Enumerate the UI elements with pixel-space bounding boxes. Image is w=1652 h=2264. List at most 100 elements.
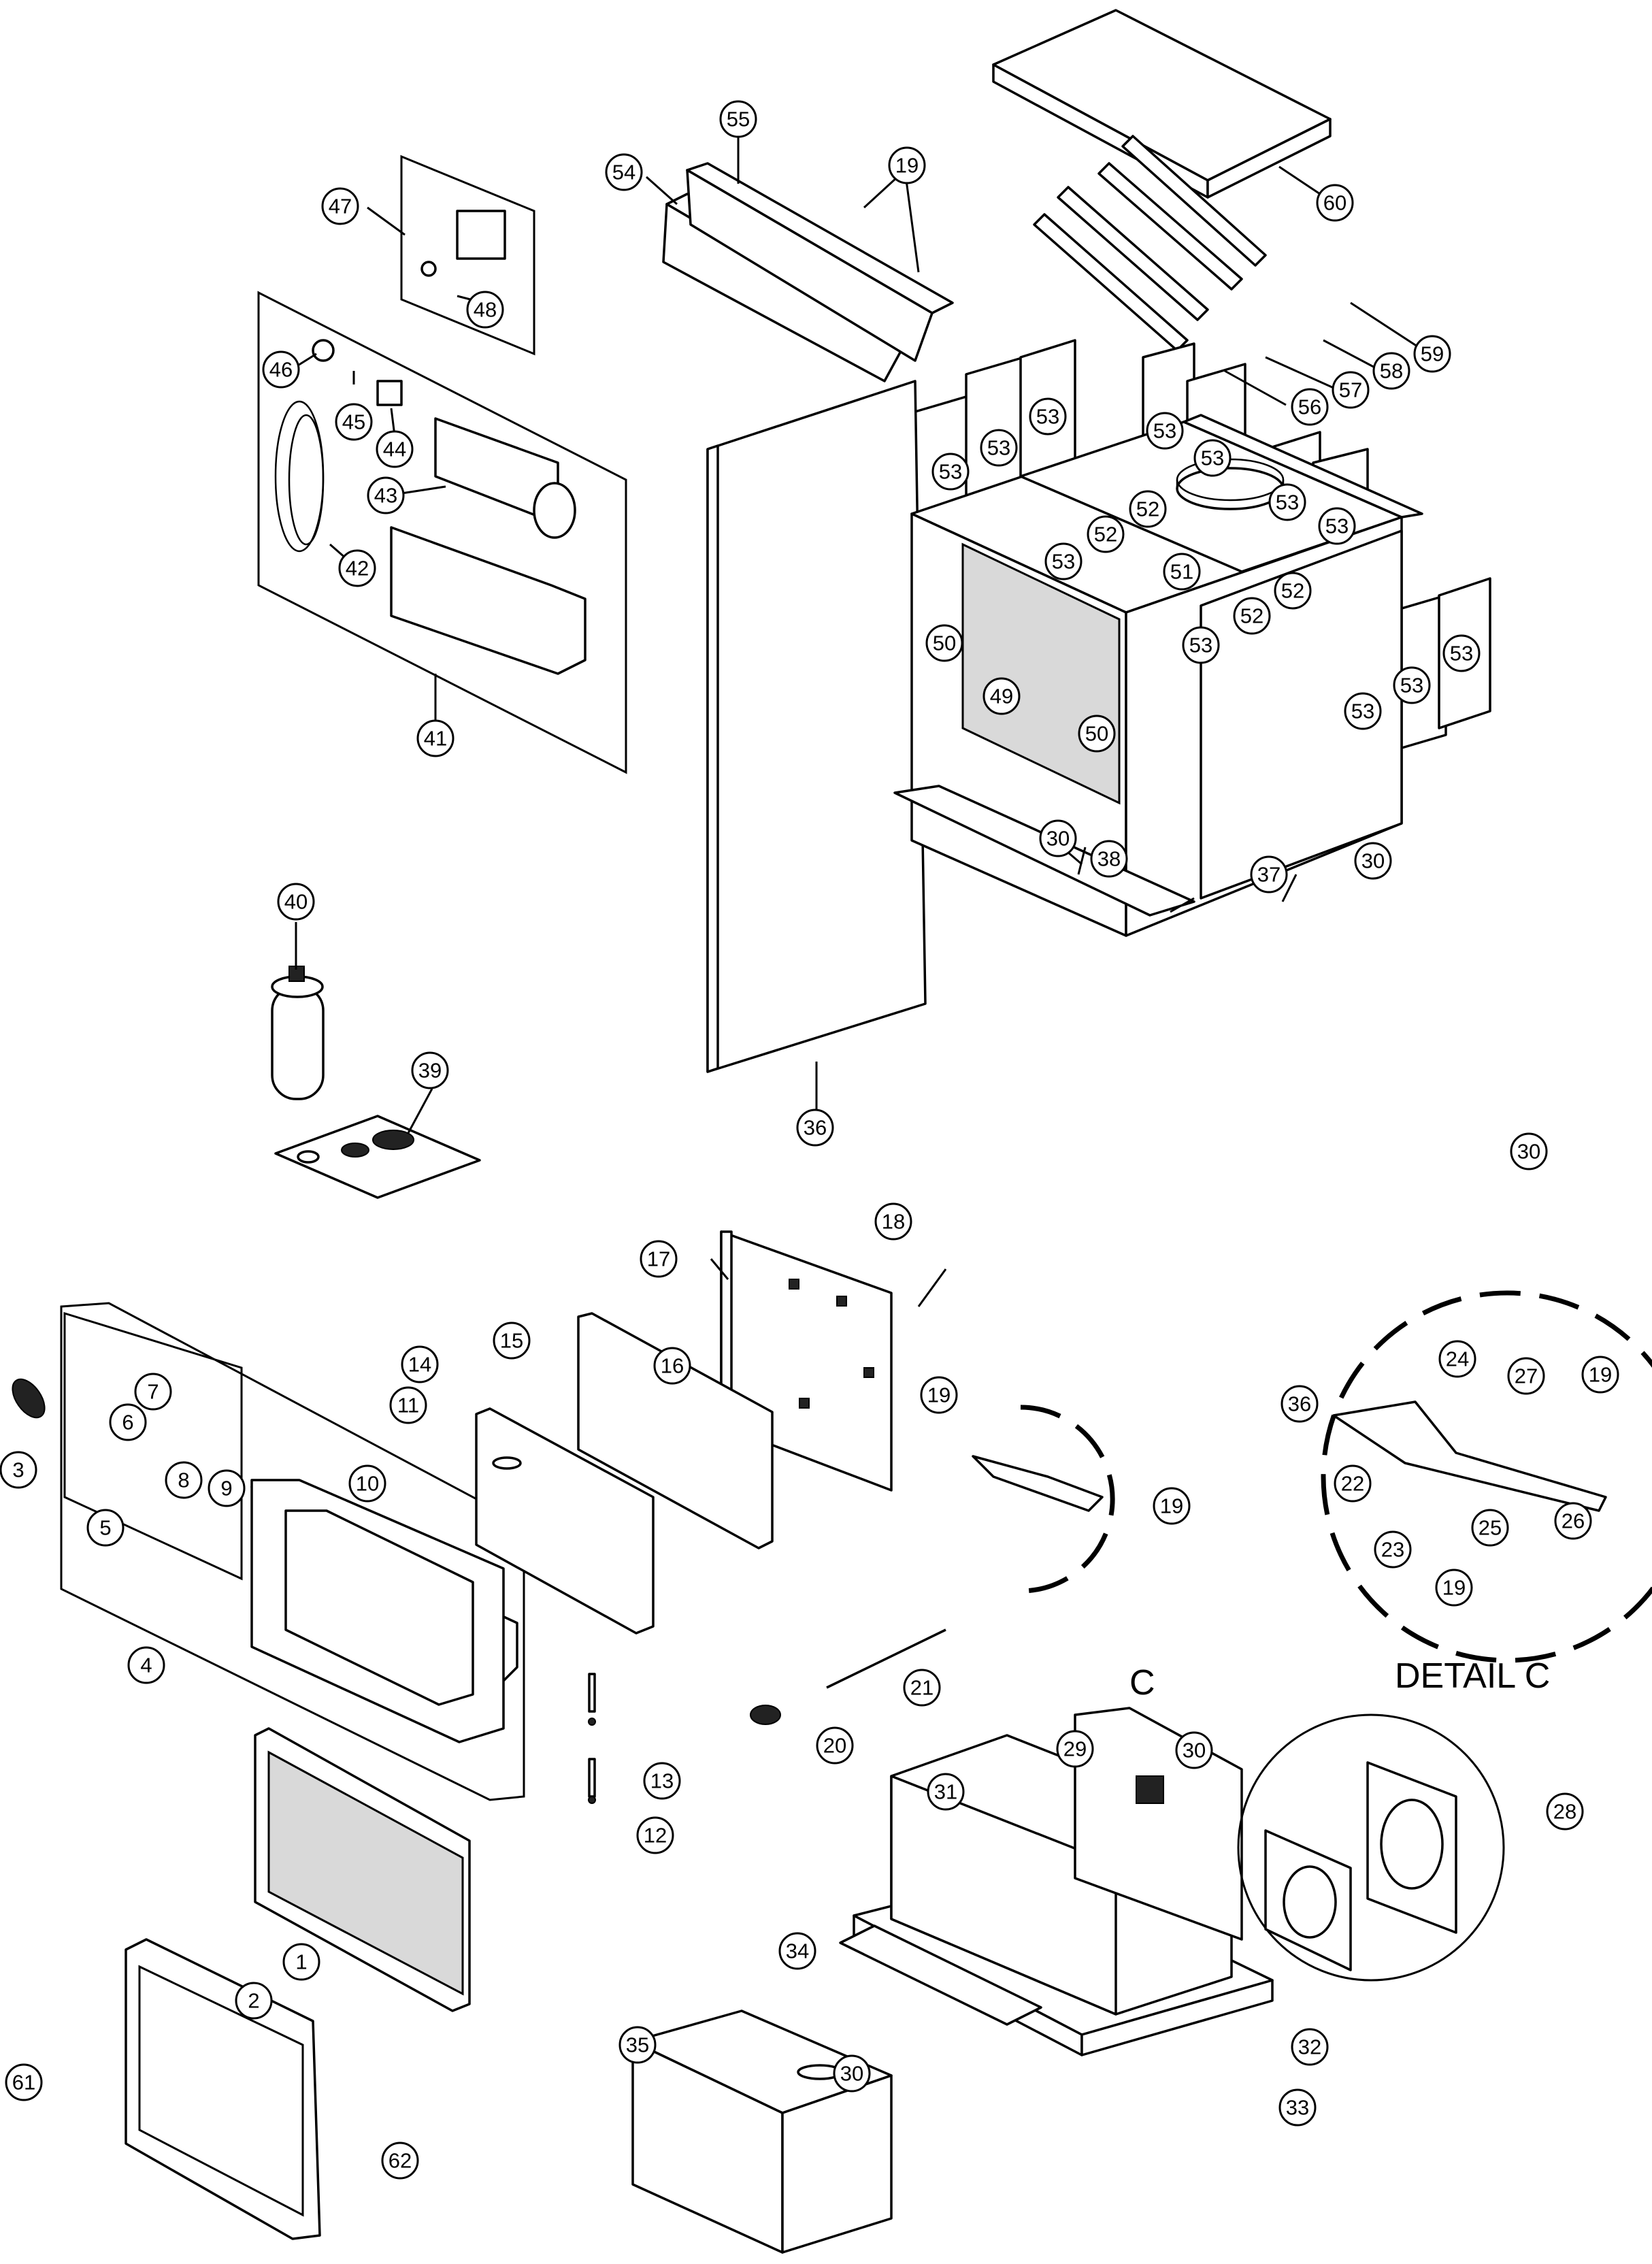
callout-58: 58 <box>1372 352 1410 390</box>
callout-22: 22 <box>1334 1464 1372 1503</box>
svg-text:57: 57 <box>1339 378 1362 402</box>
callout-39: 39 <box>411 1051 449 1089</box>
svg-text:15: 15 <box>500 1329 523 1353</box>
svg-text:58: 58 <box>1380 359 1403 383</box>
callout-52b: 52 <box>1087 515 1125 553</box>
door-trim-part-62 <box>125 1938 321 2240</box>
svg-text:30: 30 <box>1517 1140 1540 1164</box>
svg-text:52: 52 <box>1240 604 1263 628</box>
svg-text:19: 19 <box>927 1383 951 1407</box>
svg-text:1: 1 <box>295 1950 307 1974</box>
callout-53c: 53 <box>1029 397 1067 436</box>
side-panel-part-36-left <box>706 380 927 1073</box>
touch-up-paint-can-part-40 <box>271 966 325 1100</box>
manual-kit-part-39 <box>274 1115 481 1199</box>
svg-text:35: 35 <box>626 2033 649 2057</box>
callout-53i: 53 <box>1182 626 1220 664</box>
svg-text:18: 18 <box>882 1210 905 1234</box>
callout-35: 35 <box>618 2026 657 2064</box>
svg-text:59: 59 <box>1421 342 1444 366</box>
pedestal-base <box>853 1707 1274 2056</box>
svg-text:48: 48 <box>474 298 497 322</box>
callout-49: 49 <box>982 677 1021 715</box>
flue-adapter-part-28 <box>1237 1713 1505 1982</box>
callout-57: 57 <box>1332 371 1370 409</box>
svg-text:16: 16 <box>661 1354 684 1378</box>
svg-text:31: 31 <box>934 1780 957 1804</box>
callout-53g: 53 <box>1318 507 1356 545</box>
svg-text:20: 20 <box>823 1734 846 1758</box>
svg-text:34: 34 <box>786 1939 809 1963</box>
svg-text:25: 25 <box>1478 1516 1502 1540</box>
svg-text:53: 53 <box>1325 514 1349 538</box>
callout-41: 41 <box>416 719 455 757</box>
callout-53j: 53 <box>1344 692 1382 730</box>
callout-53l: 53 <box>1442 634 1481 672</box>
svg-text:52: 52 <box>1094 523 1117 546</box>
svg-text:56: 56 <box>1298 395 1321 419</box>
svg-text:10: 10 <box>356 1472 379 1496</box>
leader-lines <box>288 136 1430 1307</box>
callout-17: 17 <box>640 1240 678 1278</box>
callout-53e: 53 <box>1193 439 1232 477</box>
callout-4: 4 <box>127 1646 165 1684</box>
svg-text:53: 53 <box>1351 700 1374 723</box>
callout-61: 61 <box>5 2063 43 2101</box>
svg-text:22: 22 <box>1341 1472 1364 1496</box>
callout-47: 47 <box>321 187 359 225</box>
svg-text:3: 3 <box>12 1458 24 1482</box>
callout-18: 18 <box>874 1202 912 1241</box>
callout-12: 12 <box>636 1816 674 1854</box>
callout-32: 32 <box>1291 2028 1329 2066</box>
callout-53k: 53 <box>1393 666 1431 704</box>
svg-text:17: 17 <box>647 1247 670 1271</box>
svg-text:54: 54 <box>612 161 635 184</box>
callout-53b: 53 <box>980 429 1018 467</box>
callout-23: 23 <box>1374 1530 1412 1569</box>
svg-text:60: 60 <box>1323 191 1347 215</box>
svg-text:30: 30 <box>1046 827 1070 851</box>
callout-62: 62 <box>381 2142 419 2180</box>
callout-19c: 19 <box>1153 1487 1191 1525</box>
svg-text:8: 8 <box>178 1469 189 1492</box>
svg-text:21: 21 <box>910 1676 934 1700</box>
svg-text:51: 51 <box>1170 560 1193 584</box>
detail-marker: C <box>1129 1663 1155 1703</box>
ash-pan-part-35 <box>631 2009 893 2254</box>
svg-text:42: 42 <box>346 557 369 580</box>
callout-44: 44 <box>376 430 414 468</box>
callout-24: 24 <box>1438 1340 1476 1378</box>
callout-20: 20 <box>816 1726 854 1765</box>
callout-33: 33 <box>1278 2088 1317 2127</box>
callout-27: 27 <box>1507 1357 1545 1395</box>
callout-53a: 53 <box>931 453 970 491</box>
svg-text:37: 37 <box>1257 863 1281 887</box>
svg-text:61: 61 <box>12 2071 35 2095</box>
svg-text:53: 53 <box>1036 405 1059 429</box>
switch-panel-47-48 <box>400 154 535 356</box>
svg-text:27: 27 <box>1515 1364 1538 1388</box>
callout-5: 5 <box>86 1509 125 1547</box>
callout-36a: 36 <box>796 1109 834 1147</box>
air-tubes-parts-56-59 <box>1033 135 1267 352</box>
svg-text:12: 12 <box>644 1824 667 1848</box>
callout-40: 40 <box>277 883 315 921</box>
svg-text:23: 23 <box>1381 1538 1404 1562</box>
callout-52c: 52 <box>1274 572 1312 610</box>
callout-50b: 50 <box>1078 715 1116 753</box>
svg-text:50: 50 <box>1085 722 1108 746</box>
callout-53d: 53 <box>1146 412 1184 450</box>
handle-knob-part-20 <box>750 1705 781 1725</box>
svg-text:26: 26 <box>1562 1509 1585 1533</box>
svg-text:53: 53 <box>1052 550 1075 574</box>
callout-15: 15 <box>493 1322 531 1360</box>
callout-37: 37 <box>1250 855 1288 893</box>
callout-16: 16 <box>653 1347 691 1385</box>
detail-c-large: DETAIL C <box>1321 1290 1652 1696</box>
callout-30a: 30 <box>1039 819 1077 857</box>
callout-50a: 50 <box>925 624 963 662</box>
svg-text:62: 62 <box>389 2149 412 2173</box>
svg-text:19: 19 <box>895 154 919 178</box>
svg-text:49: 49 <box>990 685 1013 708</box>
